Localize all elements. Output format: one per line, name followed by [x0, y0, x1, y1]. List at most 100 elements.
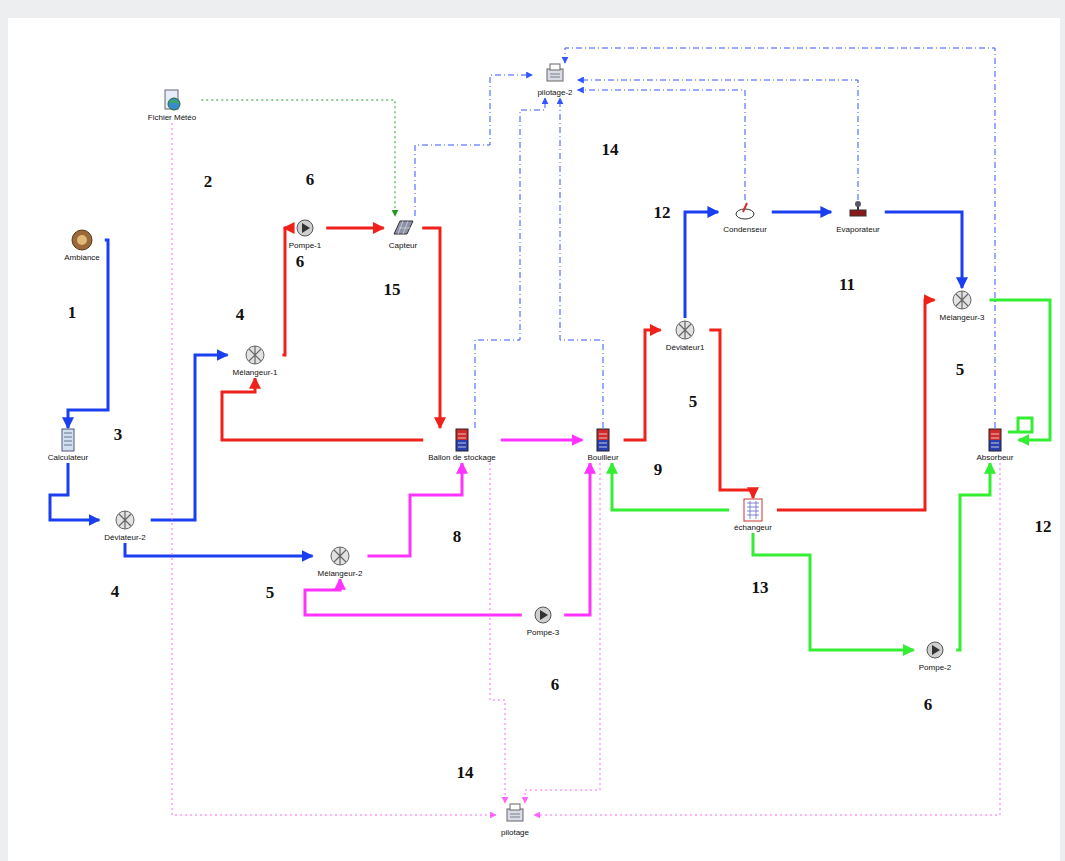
- component-label: Absorbeur: [976, 452, 1015, 463]
- callout-number: 1: [67, 304, 78, 322]
- pipe-connector: [578, 90, 745, 200]
- component-icon: [113, 508, 137, 532]
- component-label: pilotage-2: [536, 87, 573, 98]
- component-label: Mélangeur-1: [232, 367, 279, 378]
- component-label: Calculateur: [47, 452, 89, 463]
- component-icon: [56, 428, 80, 452]
- component-label: Pompe-1: [288, 240, 322, 251]
- pipe-connector: [172, 123, 496, 815]
- pipe-connector: [125, 543, 313, 556]
- component-label: Ambiance: [63, 252, 101, 263]
- pipe-connector: [772, 211, 831, 214]
- component-icon: [983, 428, 1007, 452]
- pipe-connector: [624, 330, 661, 440]
- callout-number: 9: [653, 461, 664, 479]
- component-label: Condenseur: [722, 224, 768, 235]
- callout-number: 4: [110, 583, 121, 601]
- callout-number: 5: [955, 361, 966, 379]
- component-icon: [503, 803, 527, 827]
- pipe-connector: [578, 80, 858, 200]
- component-icon: [543, 63, 567, 87]
- component-icon: [741, 498, 765, 522]
- pipe-connector: [501, 439, 583, 442]
- component-block: Mélangeur-3: [935, 288, 990, 323]
- component-block: Condenseur: [718, 200, 772, 235]
- pipe-connector: [534, 463, 1000, 815]
- callout-number: 14: [456, 764, 475, 782]
- absorber-loop: [1008, 418, 1032, 432]
- component-icon: [531, 603, 555, 627]
- callout-number: 6: [923, 696, 934, 714]
- component-block: Déviateur-2: [99, 508, 150, 543]
- component-icon: [391, 216, 415, 240]
- pipe-connector: [612, 463, 729, 510]
- pipe-connector: [565, 48, 995, 428]
- pipe-connector: [490, 463, 505, 803]
- component-label: Déviateur-2: [103, 532, 146, 543]
- pipe-connector: [305, 579, 522, 615]
- component-block: Capteur: [384, 216, 422, 251]
- component-block: Calculateur: [43, 428, 93, 463]
- callout-number: 12: [1034, 518, 1053, 536]
- callout-number: 6: [305, 171, 316, 189]
- component-block: Fichier Météo: [143, 88, 201, 123]
- pipe-connector: [885, 212, 962, 288]
- callout-number: 3: [113, 426, 124, 444]
- component-icon: [160, 88, 184, 112]
- component-icon: [733, 200, 757, 224]
- pipe-connector: [709, 330, 753, 498]
- component-block: pilotage-2: [532, 63, 577, 98]
- component-label: Déviateur1: [665, 342, 706, 353]
- connector-layer: [50, 48, 1050, 815]
- pipe-connector: [956, 463, 990, 650]
- component-label: Ballon de stockage: [427, 452, 497, 463]
- pipe-connector: [415, 75, 532, 216]
- callout-number: 5: [265, 584, 276, 602]
- callout-number: 5: [688, 393, 699, 411]
- callout-number: 4: [235, 306, 246, 324]
- component-icon: [673, 318, 697, 342]
- component-label: échangeur: [733, 522, 773, 533]
- pipe-connector: [777, 300, 935, 510]
- pipe-connector: [50, 463, 99, 520]
- component-block: Pompe-2: [914, 638, 956, 673]
- component-label: Fichier Météo: [147, 112, 197, 123]
- callout-number: 8: [452, 528, 463, 546]
- component-label: Bouilleur: [586, 452, 619, 463]
- pipe-connector: [282, 228, 285, 355]
- pipe-connector: [989, 300, 1050, 440]
- pipe-connector: [422, 228, 440, 428]
- component-icon: [450, 428, 474, 452]
- component-label: Pompe-2: [918, 662, 952, 673]
- pipe-connector: [685, 212, 718, 318]
- pipe-connector: [753, 533, 914, 650]
- callout-number: 14: [601, 141, 620, 159]
- callout-number: 6: [550, 676, 561, 694]
- pipe-connector: [326, 227, 384, 230]
- component-icon: [293, 216, 317, 240]
- component-block: pilotage: [496, 803, 534, 838]
- pipe-connector: [525, 463, 600, 803]
- component-label: pilotage: [500, 827, 530, 838]
- component-block: échangeur: [729, 498, 777, 533]
- component-block: Evaporateur: [831, 200, 885, 235]
- component-block: Absorbeur: [972, 428, 1019, 463]
- callout-number: 12: [653, 204, 672, 222]
- component-label: Pompe-3: [526, 627, 560, 638]
- component-label: Mélangeur-3: [939, 312, 986, 323]
- component-block: Pompe-3: [522, 603, 564, 638]
- component-icon: [243, 343, 267, 367]
- component-icon: [923, 638, 947, 662]
- pipe-connector: [564, 463, 590, 615]
- pipe-connector: [68, 240, 108, 428]
- callout-number: 6: [295, 253, 306, 271]
- component-label: Evaporateur: [835, 224, 881, 235]
- pipe-connector: [201, 100, 395, 216]
- component-block: Pompe-1: [284, 216, 326, 251]
- component-icon: [950, 288, 974, 312]
- pipe-connector: [222, 378, 423, 440]
- callout-number: 13: [751, 579, 770, 597]
- component-block: Mélangeur-2: [313, 544, 368, 579]
- pipe-connector: [560, 98, 603, 428]
